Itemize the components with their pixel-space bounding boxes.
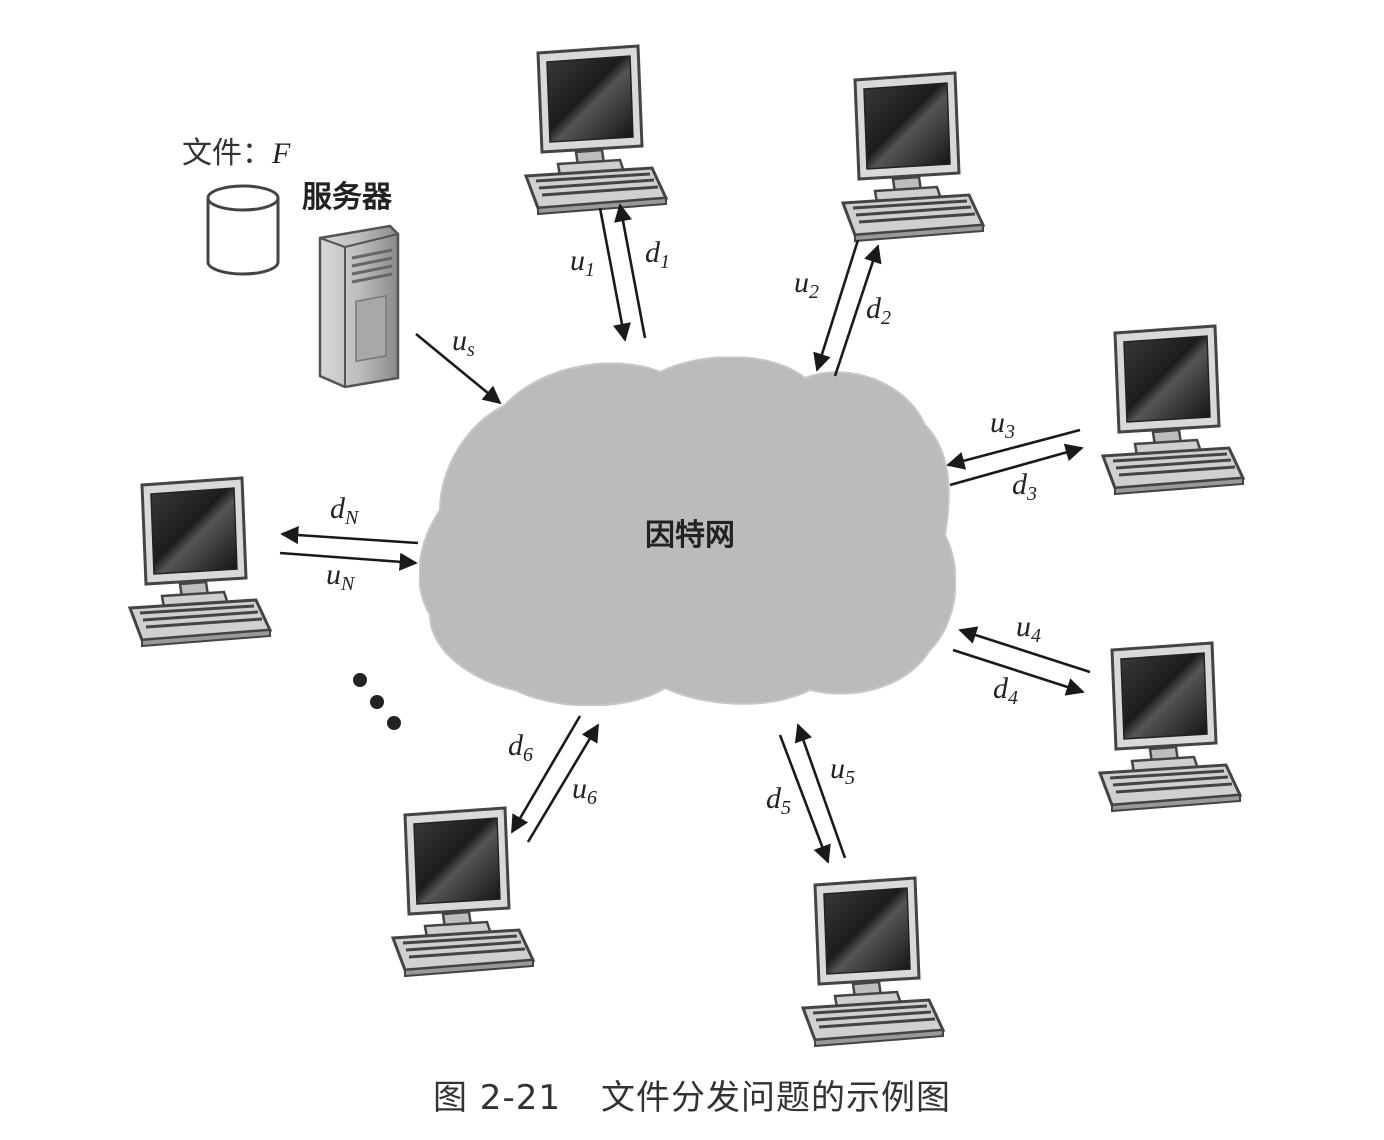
server-label: 服务器 (302, 180, 393, 215)
svg-text:d2: d2 (866, 292, 891, 329)
svg-text:d5: d5 (766, 782, 791, 819)
svg-text:d4: d4 (993, 672, 1018, 709)
peer-2-computer-icon (841, 71, 985, 243)
peer-5-download-label: d (766, 782, 782, 815)
svg-text:uN: uN (326, 558, 356, 595)
peer-4-upload-label: u (1016, 610, 1031, 643)
peer-1-upload-arrow (598, 207, 631, 342)
internet-cloud: 因特网 (418, 355, 957, 707)
svg-text:u5: u5 (830, 752, 855, 789)
svg-text:u4: u4 (1016, 610, 1041, 647)
peer-1-download-label: d (645, 236, 661, 269)
more-peers-ellipsis (353, 673, 401, 730)
svg-text:d1: d1 (645, 236, 670, 273)
svg-text:d6: d6 (508, 729, 533, 766)
peer-3-download-label: d (1012, 468, 1028, 501)
svg-text:文件：F: 文件：F (182, 136, 291, 171)
svg-text:dN: dN (330, 492, 360, 529)
database-icon (206, 184, 280, 276)
peer-6-upload-arrow (526, 723, 600, 843)
peer-1-computer-icon (524, 44, 668, 216)
peer-1-upload-label: u (570, 244, 585, 277)
peer-n-download-label: d (330, 492, 346, 525)
figure-number: 图 2-21 (433, 1078, 561, 1118)
svg-text:u3: u3 (990, 406, 1015, 443)
svg-text:u6: u6 (572, 772, 597, 809)
peer-3-computer-icon (1101, 324, 1245, 496)
server-upload-label: u (452, 324, 467, 357)
peer-6-download-label: d (508, 729, 524, 762)
figure-title: 文件分发问题的示例图 (600, 1078, 951, 1118)
peer-1-download-arrow (614, 203, 647, 339)
svg-text:u2: u2 (794, 266, 819, 303)
file-label: 文件： (182, 136, 272, 171)
file-variable: F (271, 137, 291, 170)
peer-n-upload-label: u (326, 558, 341, 591)
figure-caption: 图 2-21 文件分发问题的示例图 (0, 1070, 1384, 1119)
server-tower-icon (318, 224, 400, 389)
peer-4-computer-icon (1098, 641, 1242, 813)
file-distribution-diagram: 因特网 文件：F 服务器 us u1 d1 u2 d2 u3 (128, 44, 1245, 1048)
peer-2-upload-arrow (813, 239, 860, 372)
peer-n-download-arrow (280, 526, 419, 545)
peer-2-upload-label: u (794, 266, 809, 299)
peer-2-download-label: d (866, 292, 882, 325)
internet-label: 因特网 (645, 518, 735, 553)
peer-3-upload-label: u (990, 406, 1005, 439)
peer-5-computer-icon (801, 876, 945, 1048)
peer-2-download-arrow (833, 244, 882, 377)
peer-3-download-arrow (949, 443, 1084, 487)
peer-4-download-arrow (952, 648, 1085, 696)
server-upload-arrow (415, 332, 502, 405)
peer-3-upload-arrow (946, 428, 1081, 470)
peer-4-download-label: d (993, 672, 1009, 705)
peer-4-upload-arrow (958, 626, 1091, 674)
peer-5-upload-arrow (794, 723, 847, 859)
peer-n-computer-icon (128, 476, 272, 648)
svg-text:us: us (452, 324, 475, 361)
peer-6-download-arrow (510, 715, 582, 834)
peer-6-upload-label: u (572, 772, 587, 805)
svg-text:u1: u1 (570, 244, 595, 281)
svg-text:d3: d3 (1012, 468, 1037, 505)
peer-6-computer-icon (391, 806, 535, 978)
peer-5-upload-label: u (830, 752, 845, 785)
peer-n-upload-arrow (279, 551, 418, 571)
peer-5-download-arrow (778, 734, 831, 864)
